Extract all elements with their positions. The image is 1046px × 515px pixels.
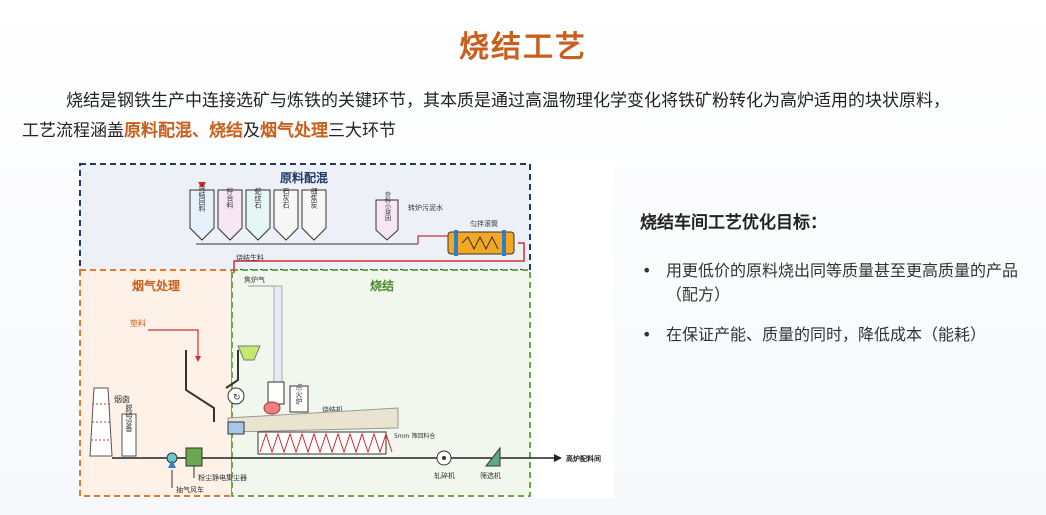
chimney-label: 烟囱 [114, 394, 130, 404]
ignition-label: 点火炉 [295, 384, 303, 406]
goals-title: 烧结车间工艺优化目标： [640, 213, 827, 233]
mixer-label: 匀拌滚筒 [470, 219, 498, 228]
zone-flue-box [79, 269, 233, 497]
crusher-hub [442, 456, 446, 460]
process-diagram: 原料配混 烟气处理 烧结 烧结回料 拌合料 蛇纹石 石灰石 细焦炭 杂料小球团 … [78, 160, 614, 498]
ignition-flame [263, 401, 281, 415]
grain-label: 5mm 筛回料仓 [394, 432, 435, 440]
bullet-icon: • [642, 261, 652, 280]
intro-text: 烧结是钢铁生产中连接选矿与炼铁的关键环节，其本质是通过高温物理化学变化将铁矿粉转… [22, 86, 1032, 146]
silo-feed-arrow [198, 182, 206, 188]
ignition-furnace [267, 381, 285, 405]
intro-post: 三大环节 [328, 121, 396, 141]
converter-water-label: 转炉污泥水 [408, 203, 443, 212]
water-line [417, 235, 448, 244]
desulf-label: 脱硝设备 [125, 403, 133, 433]
dust-label: 粉尘静电集尘器 [198, 473, 247, 482]
goal-item-2: • 在保证产能、质量的同时，降低成本（能耗） [640, 323, 1040, 347]
bullet-icon: • [642, 325, 652, 344]
intro-paragraph-1: 烧结是钢铁生产中连接选矿与炼铁的关键环节，其本质是通过高温物理化学变化将铁矿粉转… [66, 91, 950, 111]
page-title: 烧结工艺 [459, 30, 587, 65]
silo-1 [189, 189, 215, 241]
intro-mid: 及 [243, 121, 260, 141]
zone-flue-label: 烟气处理 [132, 278, 180, 293]
mixer-ring-2 [502, 230, 506, 256]
wind-box-pattern [259, 432, 393, 454]
silo-2-label: 拌合料 [226, 187, 234, 210]
hopper-right [225, 350, 239, 389]
coke-gas-pipe [273, 285, 283, 387]
goal-item-1: • 用更低价的原料烧出同等质量甚至更高质量的产品（配方） [640, 259, 1040, 307]
silo-5 [301, 189, 327, 241]
intro-highlight-1: 原料配混、烧结 [124, 121, 243, 141]
output-arrow [554, 454, 562, 462]
machine-label: 烧结机 [322, 405, 343, 414]
bedding-arrow [195, 356, 201, 362]
mixer-screw [461, 235, 499, 251]
feed-line [233, 242, 525, 273]
bedding-line [148, 329, 199, 358]
silo-4 [273, 189, 299, 241]
zone-mix-label: 原料配混 [280, 170, 328, 185]
crusher-label: 轧碎机 [434, 471, 455, 480]
hopper-left [185, 350, 215, 422]
drum-feeder [227, 387, 245, 405]
goal-item-1-text: 用更低价的原料烧出同等质量甚至更高质量的产品（配方） [666, 261, 1019, 304]
drum-feeder-symbol: ↻ [233, 393, 241, 403]
silo-5-label: 细焦炭 [310, 187, 318, 210]
screen [484, 446, 501, 467]
coke-gas-label: 焦炉气 [244, 275, 265, 284]
ignition-label-box [289, 385, 309, 413]
intro-pre: 工艺流程涵盖 [22, 121, 124, 141]
bedding-label: 垫料 [130, 318, 146, 328]
charging-hopper [237, 345, 261, 361]
desulf-unit [121, 413, 137, 457]
silo-misc-label: 杂料小球团 [384, 191, 391, 222]
sinter-feed-label: 烧结生料 [236, 253, 264, 262]
silo-4-label: 石灰石 [282, 188, 290, 210]
fan-label: 抽气风车 [176, 485, 204, 494]
to-bf-label: 高炉配料间 [566, 454, 601, 463]
dust-collector [185, 447, 203, 467]
silo-2 [217, 189, 243, 241]
goals-panel: 烧结车间工艺优化目标： • 用更低价的原料烧出同等质量甚至更高质量的产品（配方）… [640, 208, 1040, 363]
screen-label: 筛选机 [480, 471, 501, 480]
process-diagram-svg: 原料配混 烟气处理 烧结 烧结回料 拌合料 蛇纹石 石灰石 细焦炭 杂料小球团 … [79, 163, 601, 497]
mixer-ring-1 [454, 230, 458, 256]
silo-3-label: 蛇纹石 [254, 187, 262, 210]
wind-boxes [257, 431, 387, 455]
silo-group [189, 182, 399, 241]
fan-base [168, 460, 176, 468]
chimney-bands [91, 403, 111, 441]
silo-1-label: 烧结回料 [198, 183, 206, 213]
intro-highlight-2: 烟气处理 [260, 121, 328, 141]
silo-3 [245, 189, 271, 241]
strand-head [227, 421, 245, 435]
silo-misc [375, 199, 399, 241]
goal-item-2-text: 在保证产能、质量的同时，降低成本（能耗） [666, 325, 987, 344]
zone-sinter-label: 烧结 [370, 278, 394, 293]
